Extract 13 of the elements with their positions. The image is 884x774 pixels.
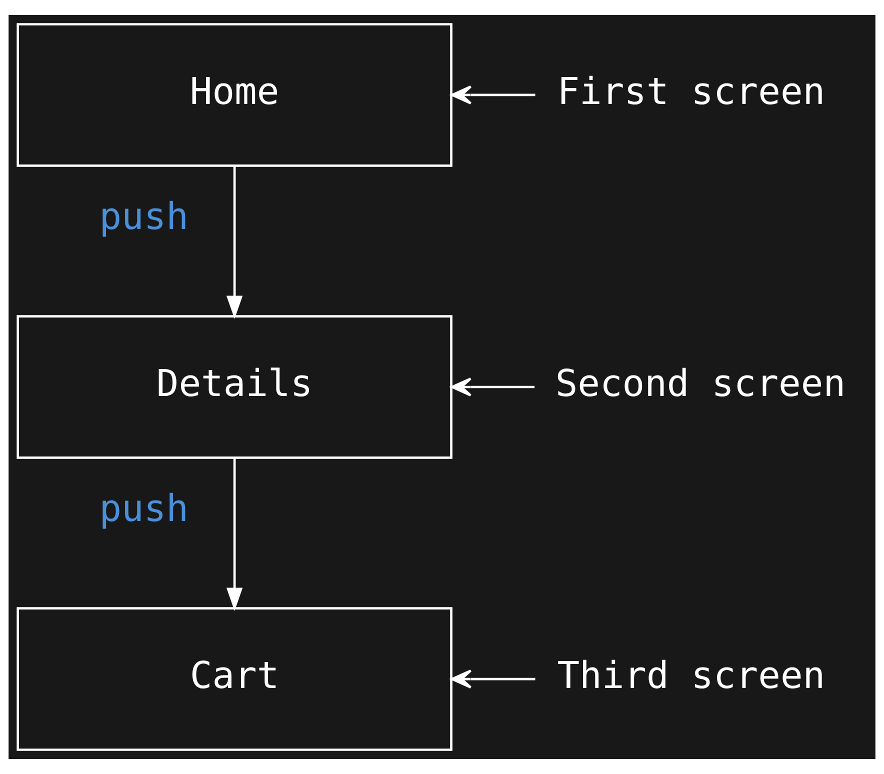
arrow bbox=[226, 458, 243, 611]
node-box: Cart bbox=[16, 607, 452, 751]
arrow bbox=[226, 166, 243, 319]
edge-label: push bbox=[99, 486, 189, 530]
node-box: Details bbox=[16, 315, 452, 459]
arrow bbox=[450, 378, 534, 396]
arrow bbox=[450, 85, 536, 104]
arrow bbox=[450, 670, 536, 689]
node-text: Second screen bbox=[555, 362, 846, 405]
node-text: First screen bbox=[557, 70, 826, 113]
edge-label: push bbox=[99, 194, 189, 238]
node-text: Third screen bbox=[557, 654, 826, 697]
node-box: Home bbox=[16, 23, 452, 167]
